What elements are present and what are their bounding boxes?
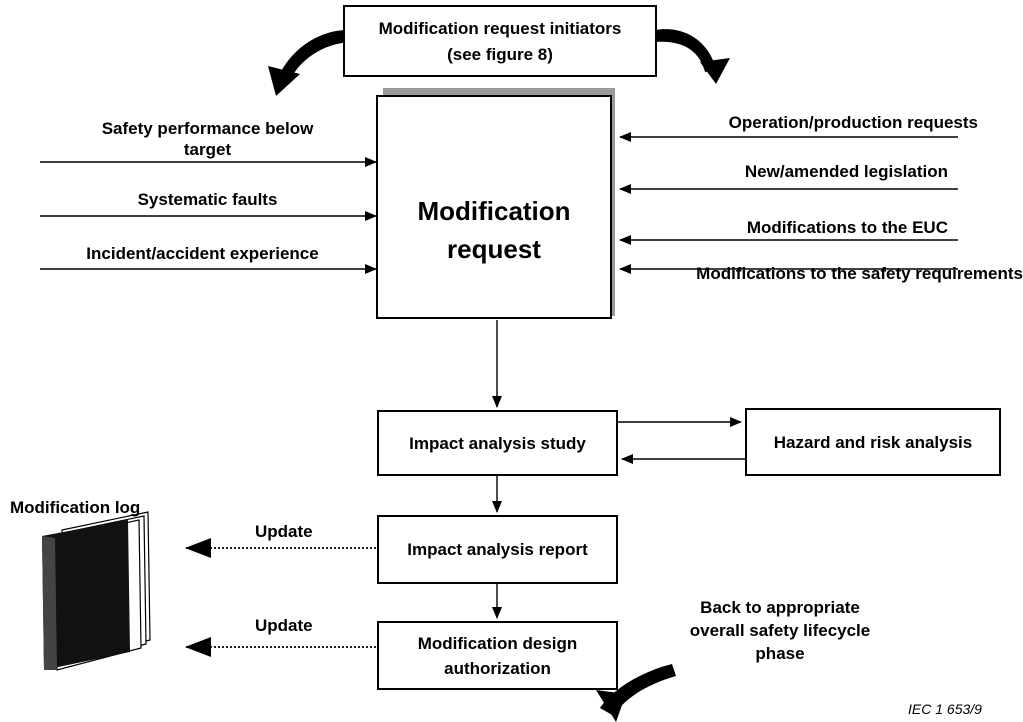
curved-arrow-left	[278, 30, 350, 80]
input-safety-performance-line2: target	[183, 140, 232, 159]
modification-request-box: Modification request	[376, 95, 612, 319]
curved-arrow-left-head	[268, 66, 300, 96]
input-safety-performance: Safety performance below target	[45, 118, 370, 160]
back-to-line1: Back to appropriate	[700, 598, 860, 617]
book-icon	[42, 511, 151, 671]
input-legislation: New/amended legislation	[744, 162, 948, 181]
modification-design-line2: authorization	[444, 658, 551, 678]
back-to-line3: phase	[755, 644, 805, 663]
figure-id: IEC 1 653/9	[908, 701, 982, 717]
input-safety-performance-line1: Safety performance below	[101, 119, 314, 138]
input-operation-requests: Operation/production requests	[728, 113, 978, 132]
input-systematic-faults: Systematic faults	[137, 190, 278, 209]
initiators-box: Modification request initiators (see fig…	[343, 5, 657, 77]
impact-analysis-study-label: Impact analysis study	[409, 433, 586, 453]
modification-design-line1: Modification design	[417, 633, 578, 653]
modification-log-label: Modification log	[10, 498, 141, 517]
hazard-risk-analysis-box: Hazard and risk analysis	[745, 408, 1001, 476]
modification-request-line2: request	[447, 234, 541, 264]
back-to-line2: overall safety lifecycle	[689, 621, 871, 640]
curved-arrow-back-head	[596, 690, 626, 722]
curved-arrow-right-head	[700, 58, 730, 84]
curved-arrow-right	[655, 29, 716, 72]
modification-request-line1: Modification	[417, 196, 571, 226]
initiators-subtitle: (see figure 8)	[447, 44, 553, 64]
back-to-phase-label: Back to appropriate overall safety lifec…	[655, 596, 905, 665]
impact-analysis-report-label: Impact analysis report	[407, 540, 588, 559]
initiators-title: Modification request initiators	[378, 18, 622, 38]
input-euc: Modifications to the EUC	[746, 218, 948, 237]
impact-analysis-study-box: Impact analysis study	[377, 410, 618, 476]
update-label-2: Update	[255, 616, 313, 635]
impact-analysis-report-box: Impact analysis report	[377, 515, 618, 584]
hazard-risk-analysis-label: Hazard and risk analysis	[773, 432, 973, 452]
input-safety-requirements: Modifications to the safety requirements	[696, 264, 1023, 283]
update-label-1: Update	[255, 522, 313, 541]
input-incident-experience: Incident/accident experience	[86, 244, 319, 263]
modification-design-authorization-box: Modification design authorization	[377, 621, 618, 690]
